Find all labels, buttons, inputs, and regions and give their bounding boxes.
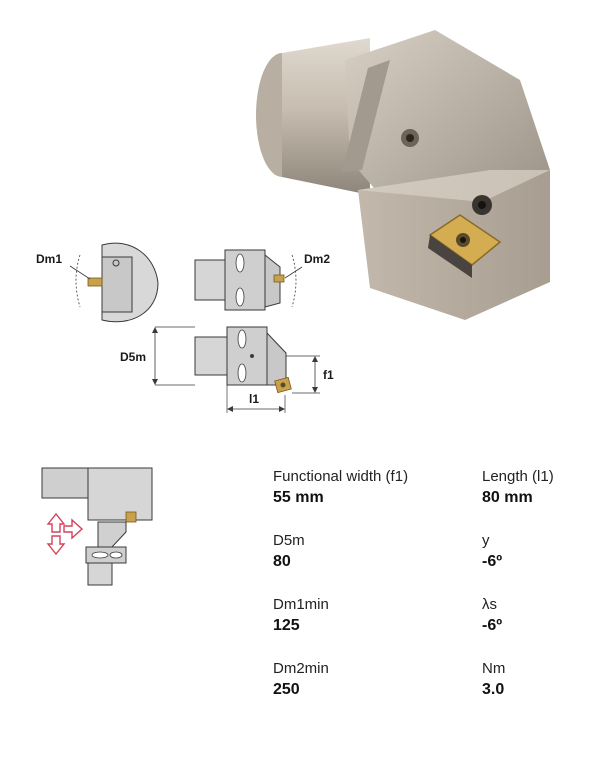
arrow-down-icon: [46, 535, 66, 556]
spec-value: 80 mm: [482, 489, 533, 506]
technical-drawing: Dm1 Dm2: [36, 242, 334, 413]
spec-value: 250: [273, 681, 300, 698]
spec-name: Length (l1): [482, 468, 554, 485]
arrow-right-icon: [63, 518, 84, 540]
view-dm1: [69, 242, 159, 323]
spec-name: λs: [482, 596, 497, 613]
spec-name: Dm1min: [273, 596, 329, 613]
view-d5m: [152, 326, 320, 413]
view-dm2: [194, 249, 303, 311]
spec-value: 55 mm: [273, 489, 324, 506]
label-f1: f1: [323, 368, 334, 382]
label-l1: l1: [249, 392, 259, 406]
spec-name: Functional width (f1): [273, 468, 409, 485]
spec-value: 3.0: [482, 681, 505, 698]
spec-name: y: [482, 532, 490, 549]
body-groove: [342, 60, 390, 172]
spec-value: -6º: [482, 617, 503, 634]
label-dm2: Dm2: [304, 252, 330, 266]
tool-body-top: [345, 30, 550, 210]
spec-value: 80: [273, 553, 291, 570]
spec-value: -6º: [482, 553, 503, 570]
arrow-up-icon: [46, 512, 66, 533]
label-dm1: Dm1: [36, 252, 62, 266]
spec-name: Nm: [482, 660, 506, 677]
orientation-diagram: [41, 467, 153, 586]
product-photo: [256, 30, 550, 320]
spec-value: 125: [273, 617, 300, 634]
spec-name: D5m: [273, 532, 305, 549]
label-d5m: D5m: [120, 350, 146, 364]
spec-name: Dm2min: [273, 660, 329, 677]
